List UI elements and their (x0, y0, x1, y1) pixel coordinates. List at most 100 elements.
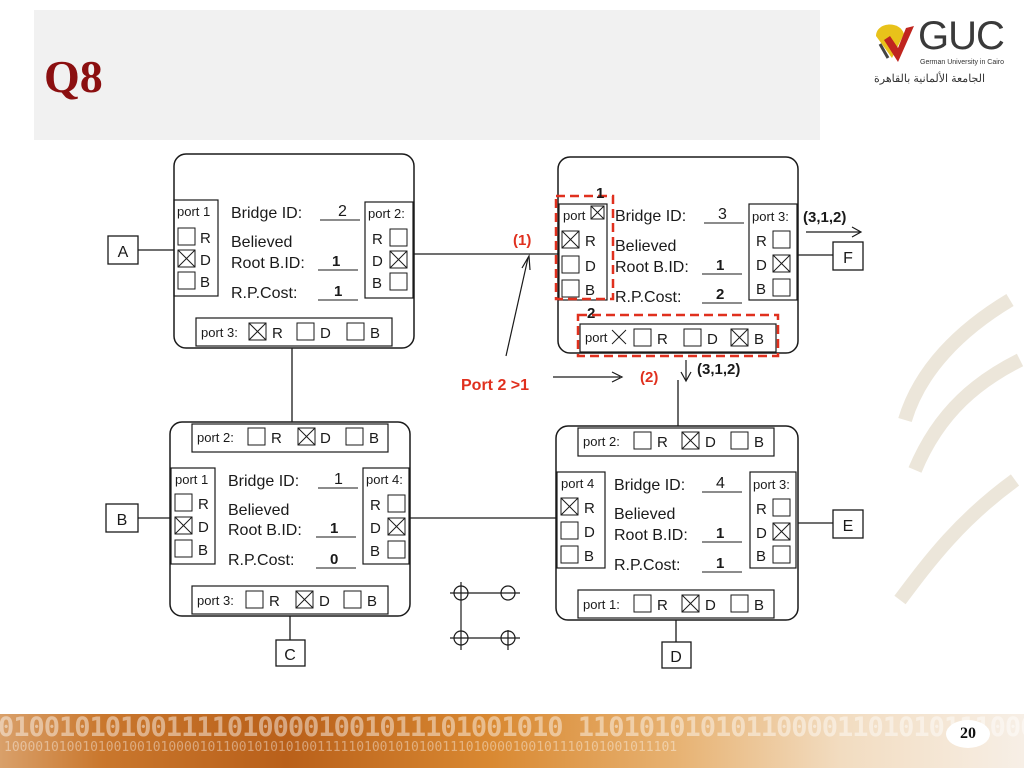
bridge-2: port 1 R D B Bridge ID: 2 Believed Root … (173, 153, 415, 349)
svg-text:R.P.Cost:: R.P.Cost: (615, 289, 681, 306)
svg-text:B: B (754, 331, 764, 348)
svg-text:D: D (320, 430, 331, 447)
svg-text:B: B (369, 430, 379, 447)
connector-symbol-icon (450, 582, 520, 650)
lan-e: E (832, 509, 864, 539)
svg-text:R: R (584, 500, 595, 517)
svg-text:B: B (372, 275, 382, 292)
svg-text:D: D (370, 520, 381, 537)
title-band (34, 10, 820, 140)
svg-text:Believed: Believed (228, 502, 289, 519)
step-2-label: (2) (640, 369, 658, 386)
svg-text:R: R (756, 233, 767, 250)
logo-subtitle: German University in Cairo (920, 59, 1005, 66)
svg-text:Root B.ID:: Root B.ID: (231, 255, 305, 272)
svg-text:2: 2 (338, 203, 347, 220)
lan-a: A (107, 235, 139, 265)
svg-text:C: C (284, 647, 296, 664)
svg-text:D: D (705, 597, 716, 614)
bridge-1: port 2: R D B port 1 R D B Bridge ID: 1 … (169, 421, 411, 617)
svg-text:Believed: Believed (231, 234, 292, 251)
svg-text:Bridge ID:: Bridge ID: (228, 473, 299, 490)
highlight-root-port (554, 194, 615, 301)
svg-text:port 4: port 4 (561, 476, 594, 491)
svg-text:D: D (319, 593, 330, 610)
svg-text:D: D (756, 257, 767, 274)
svg-text:R: R (756, 501, 767, 518)
svg-text:B: B (756, 281, 766, 298)
highlight-blocked-port (576, 313, 780, 358)
svg-text:Bridge ID:: Bridge ID: (231, 205, 302, 222)
svg-text:port 2:: port 2: (368, 206, 405, 221)
svg-text:port 1: port 1 (177, 204, 210, 219)
svg-text:1: 1 (334, 471, 343, 488)
lan-f: F (832, 241, 864, 271)
step-labels: (1) (2) Port 2 >1 (461, 232, 658, 394)
svg-text:D: D (372, 253, 383, 270)
footer-binary-banner: 0100101010011110100001001011101001010 11… (0, 714, 1024, 768)
svg-text:port 1: port 1 (175, 472, 208, 487)
svg-text:R: R (200, 230, 211, 247)
svg-text:1: 1 (332, 253, 340, 270)
svg-text:1: 1 (716, 257, 724, 274)
svg-text:R: R (271, 430, 282, 447)
svg-text:B: B (584, 548, 594, 565)
spanning-tree-diagram: A B C D E F port 1 R D B Bridge ID: 2 Be… (105, 153, 1024, 669)
svg-text:Believed: Believed (615, 238, 676, 255)
svg-text:D: D (756, 525, 767, 542)
page-number: 20 (946, 720, 990, 748)
svg-text:port 3:: port 3: (201, 325, 238, 340)
logo-arabic-text: الجامعة الألمانية بالقاهرة (874, 73, 986, 85)
svg-text:B: B (585, 282, 595, 299)
svg-text:R: R (272, 325, 283, 342)
svg-text:R: R (657, 597, 668, 614)
svg-text:D: D (320, 325, 331, 342)
svg-text:D: D (670, 649, 682, 666)
svg-text:port 2:: port 2: (197, 430, 234, 445)
svg-text:1: 1 (716, 525, 724, 542)
svg-text:R.P.Cost:: R.P.Cost: (228, 552, 294, 569)
svg-text:Bridge ID:: Bridge ID: (614, 477, 685, 494)
svg-text:Believed: Believed (614, 506, 675, 523)
svg-text:R: R (370, 497, 381, 514)
svg-text:1: 1 (334, 283, 342, 300)
svg-text:B: B (370, 543, 380, 560)
svg-text:(3,1,2): (3,1,2) (803, 209, 846, 226)
svg-text:Root B.ID:: Root B.ID: (228, 522, 302, 539)
svg-text:R: R (372, 231, 383, 248)
highlight-markers (505, 194, 780, 383)
svg-text:port 4:: port 4: (366, 472, 403, 487)
slide-title: Q8 (44, 51, 103, 102)
svg-text:B: B (200, 274, 210, 291)
svg-text:R: R (585, 233, 596, 250)
university-logo: GUC German University in Cairo الجامعة ا… (868, 14, 1018, 92)
bpdu-message-down: (3,1,2) (680, 360, 740, 383)
svg-text:port 3:: port 3: (752, 209, 789, 224)
svg-text:port 1:: port 1: (583, 597, 620, 612)
svg-text:R: R (657, 331, 668, 348)
svg-text:port 2:: port 2: (583, 434, 620, 449)
footer-binary-large: 0100101010011110100001001011101001010 11… (0, 714, 1024, 743)
svg-text:B: B (756, 548, 766, 565)
logo-wordmark: GUC (918, 14, 1005, 58)
svg-text:D: D (705, 434, 716, 451)
svg-text:2: 2 (716, 286, 724, 303)
svg-text:A: A (118, 244, 129, 261)
svg-text:R.P.Cost:: R.P.Cost: (614, 557, 680, 574)
network-links (138, 249, 833, 642)
svg-text:4: 4 (716, 475, 725, 492)
svg-text:R: R (198, 496, 209, 513)
svg-text:1: 1 (330, 520, 338, 537)
port-rule-label: Port 2 >1 (461, 377, 529, 394)
svg-text:B: B (370, 325, 380, 342)
svg-text:D: D (585, 258, 596, 275)
bridge-4: port 2: R D B port 4 R D B Bridge ID: 4 … (555, 425, 799, 621)
background-watermark (894, 293, 1024, 605)
svg-text:R.P.Cost:: R.P.Cost: (231, 285, 297, 302)
svg-text:D: D (707, 331, 718, 348)
svg-text:R: R (269, 593, 280, 610)
bridge-3: port R D B Bridge ID: 3 Believed Root B.… (557, 156, 799, 354)
lan-b: B (105, 503, 139, 533)
port-number-1: 1 (596, 185, 604, 202)
svg-text:3: 3 (718, 206, 727, 223)
